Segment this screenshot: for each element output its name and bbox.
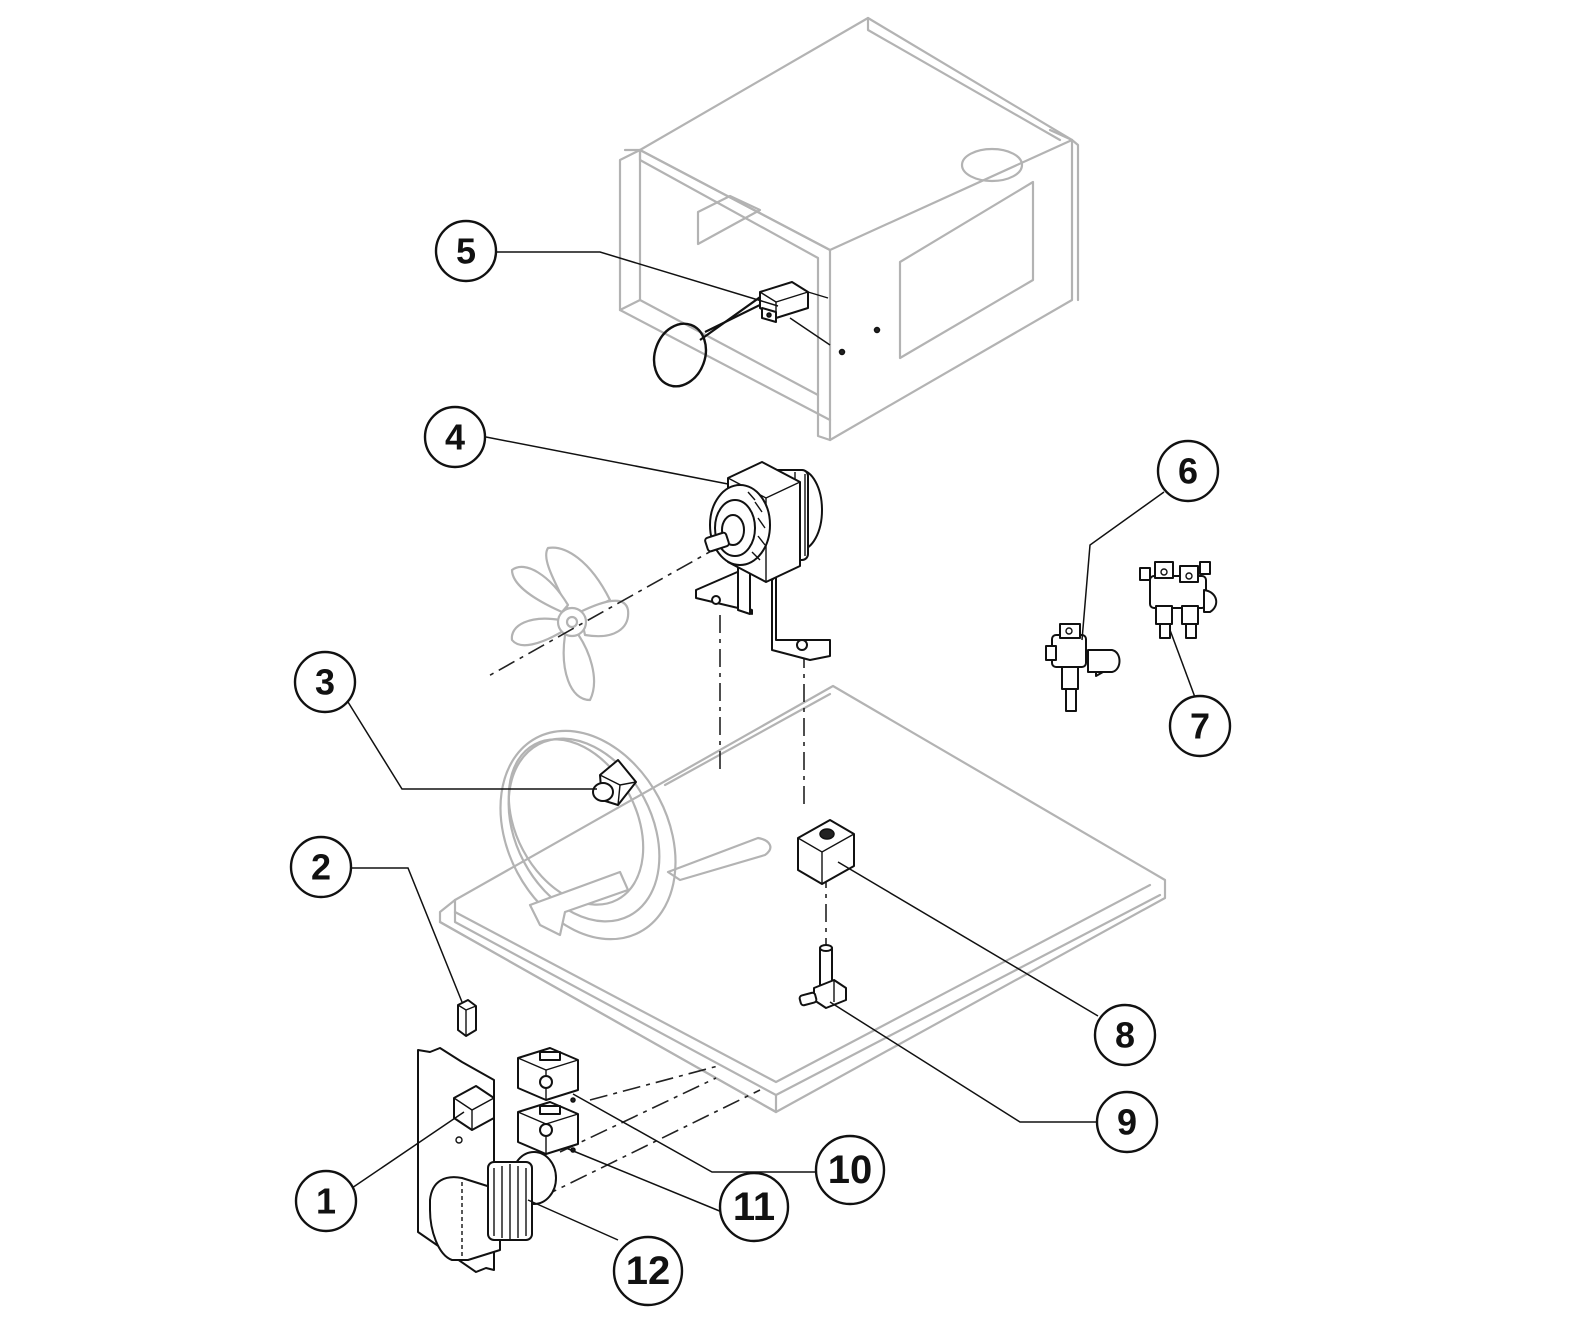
callout-3: 3 xyxy=(293,650,357,714)
fan-blade xyxy=(510,546,630,702)
part-2-fuse xyxy=(457,999,477,1037)
callout-2-label: 2 xyxy=(311,847,331,888)
leader-lines xyxy=(347,251,1197,1241)
callout-2: 2 xyxy=(289,835,353,899)
callout-1: 1 xyxy=(294,1169,358,1233)
callout-11: 11 xyxy=(718,1171,790,1243)
callout-4: 4 xyxy=(423,405,487,469)
base-plate xyxy=(438,684,1167,1114)
callout-4-label: 4 xyxy=(445,417,465,458)
part-11-switch xyxy=(517,1101,579,1155)
callout-7: 7 xyxy=(1168,694,1232,758)
motor-winding-ribs xyxy=(747,491,766,561)
callout-7-label: 7 xyxy=(1190,706,1210,747)
callout-5-label: 5 xyxy=(456,231,476,272)
part-7-dual-water-valve xyxy=(1139,561,1218,639)
part-8-solenoid-coil xyxy=(797,819,855,885)
part-6-water-valve xyxy=(1045,623,1121,712)
part-5-thermostat xyxy=(652,281,831,388)
callout-6: 6 xyxy=(1156,439,1220,503)
part-12-timer xyxy=(429,1151,557,1261)
callout-9: 9 xyxy=(1095,1090,1159,1154)
callout-5: 5 xyxy=(434,219,498,283)
assembly-dash-lines xyxy=(484,544,827,1199)
callout-11-label: 11 xyxy=(733,1185,775,1229)
callout-1-label: 1 xyxy=(316,1181,336,1222)
callout-9-label: 9 xyxy=(1117,1102,1137,1143)
callout-6-label: 6 xyxy=(1178,451,1198,492)
part-4-fan-motor xyxy=(695,461,831,661)
part-10-switch xyxy=(517,1047,579,1103)
callout-8: 8 xyxy=(1093,1003,1157,1067)
callout-3-label: 3 xyxy=(315,662,335,703)
callout-10-label: 10 xyxy=(828,1148,873,1192)
callout-12-label: 12 xyxy=(626,1249,671,1293)
fan-shroud xyxy=(499,692,832,941)
part-9-valve-stem xyxy=(798,944,847,1009)
callout-10: 10 xyxy=(814,1134,886,1206)
timer-gear-ribs xyxy=(493,1164,527,1240)
cabinet-housing xyxy=(618,16,1080,442)
callout-8-label: 8 xyxy=(1115,1015,1135,1056)
part-3-thermo-clip xyxy=(592,759,637,806)
callout-12: 12 xyxy=(612,1235,684,1307)
